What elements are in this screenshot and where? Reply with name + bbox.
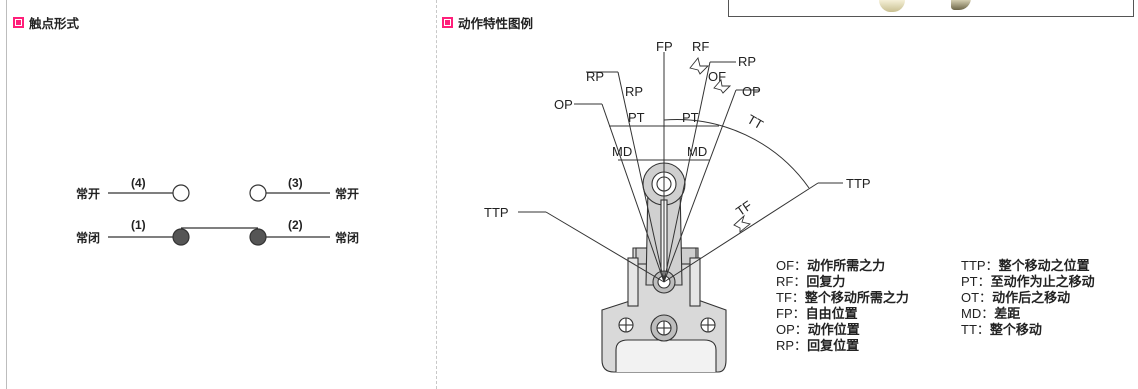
section-marker-icon (442, 17, 453, 28)
label-md-right: MD (687, 144, 707, 159)
legend-item: TTP：整个移动之位置 (961, 258, 1095, 274)
label-pt-right: PT (682, 110, 699, 125)
actuation-diagram: FP RF RP RP RP OF OP OP PT PT TT MD MD T… (484, 39, 871, 373)
legend-key: MD： (961, 306, 995, 321)
tf-arrow (733, 214, 751, 233)
label-right-top: 常开 (335, 186, 359, 201)
contact-section-title: 触点形式 (13, 13, 79, 32)
contact-form-diagram: 常开 (4) (3) 常开 常闭 (1) (2) 常闭 (76, 176, 359, 246)
legend-value: 回复位置 (807, 338, 860, 353)
legend-item: RP：回复位置 (776, 338, 909, 354)
legend-item: TT：整个移动 (961, 322, 1095, 338)
label-md-left: MD (612, 144, 632, 159)
legend-key: PT： (961, 274, 991, 289)
num-left-bottom: (1) (131, 218, 146, 232)
legend-item: OF：动作所需之力 (776, 258, 909, 274)
legend-key: FP： (776, 306, 806, 321)
label-rf: RF (692, 39, 709, 54)
label-left-top: 常开 (76, 186, 100, 201)
label-of: OF (708, 69, 726, 84)
label-rp-top: RP (738, 54, 756, 69)
label-left-bottom: 常闭 (76, 230, 100, 245)
legend-value: 差距 (994, 306, 1021, 321)
legend-item: OP：动作位置 (776, 322, 909, 338)
num-right-top: (3) (288, 176, 303, 190)
rf-arrow (689, 57, 710, 75)
label-tf: TF (733, 198, 755, 219)
legend-value: 整个移动之位置 (998, 258, 1090, 273)
legend-item: TF：整个移动所需之力 (776, 290, 909, 306)
section-divider (436, 0, 437, 389)
legend-item: OT：动作后之移动 (961, 290, 1095, 306)
label-right-bottom: 常闭 (335, 230, 359, 245)
legend-key: TT： (961, 322, 990, 337)
num-right-bottom: (2) (288, 218, 303, 232)
label-fp: FP (656, 39, 673, 54)
product-photo-fragment (879, 0, 905, 12)
legend-value: 动作位置 (807, 322, 860, 337)
label-rp-left: RP (586, 69, 604, 84)
label-ttp-left: TTP (484, 205, 509, 220)
legend-key: OP： (776, 322, 808, 337)
force-arrows (689, 57, 751, 233)
label-op-left: OP (554, 97, 573, 112)
legend-value: 至动作为止之移动 (990, 274, 1095, 289)
legend-value: 自由位置 (805, 306, 858, 321)
product-photo-fragment-2 (951, 0, 971, 10)
legend-key: RP： (776, 338, 808, 353)
no-contact-left (172, 184, 190, 202)
legend-value: 动作后之移动 (992, 290, 1071, 305)
legend-key: TF： (776, 290, 805, 305)
legend-key: OT： (961, 290, 993, 305)
label-rp-mid: RP (625, 84, 643, 99)
label-tt: TT (745, 111, 766, 132)
of-arrow (713, 78, 732, 94)
legend-key: TTP： (961, 258, 999, 273)
legend-value: 动作所需之力 (807, 258, 886, 273)
no-contact-right (249, 184, 267, 202)
left-border (6, 0, 7, 389)
legend-key: RF： (776, 274, 807, 289)
num-left-top: (4) (131, 176, 146, 190)
legend-item: FP：自由位置 (776, 306, 909, 322)
top-right-image-frame (728, 0, 1134, 17)
legend-item: PT：至动作为止之移动 (961, 274, 1095, 290)
legend-value: 整个移动 (989, 322, 1042, 337)
nc-contact-right (249, 228, 267, 246)
characteristics-title-text: 动作特性图例 (458, 17, 534, 31)
label-op-right: OP (742, 84, 761, 99)
legend-value: 整个移动所需之力 (804, 290, 909, 305)
position-lines (518, 52, 843, 283)
label-pt-left: PT (628, 110, 645, 125)
contact-title-text: 触点形式 (29, 17, 80, 31)
legend-value: 回复力 (806, 274, 846, 289)
legend-key: OF： (776, 258, 808, 273)
characteristics-section-title: 动作特性图例 (442, 13, 533, 32)
legend-item: RF：回复力 (776, 274, 909, 290)
label-ttp-right: TTP (846, 176, 871, 191)
section-marker-icon (13, 17, 24, 28)
nc-contact-left (172, 228, 190, 246)
legend-item: MD：差距 (961, 306, 1095, 322)
